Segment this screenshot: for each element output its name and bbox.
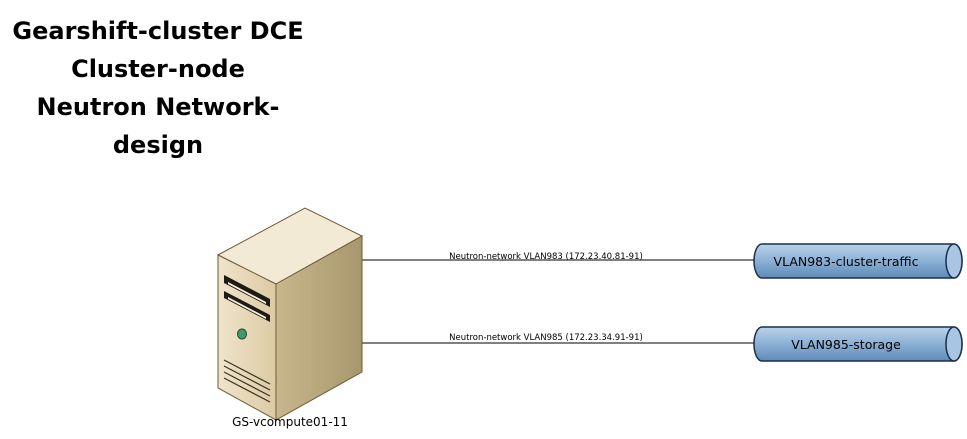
title-line-1: Gearshift-cluster DCE [12,17,304,45]
vlan983-pipe-label: VLAN983-cluster-traffic [774,254,919,269]
vlan983-pipe: VLAN983-cluster-traffic [753,243,963,279]
tower-server-icon [216,207,364,421]
link-label-vlan983: Neutron-network VLAN983 (172.23.40.81-91… [449,252,643,262]
title-line-2: Cluster-node [71,55,245,83]
title-line-3: Neutron Network- [36,93,280,121]
diagram-title: Gearshift-cluster DCE Cluster-node Neutr… [0,12,316,164]
server-label: GS-vcompute01-11 [232,415,348,429]
vlan985-pipe-label: VLAN985-storage [791,337,901,352]
title-line-4: design [112,131,204,159]
link-label-vlan985: Neutron-network VLAN985 (172.23.34.91-91… [449,333,643,343]
vlan985-pipe: VLAN985-storage [753,326,963,362]
